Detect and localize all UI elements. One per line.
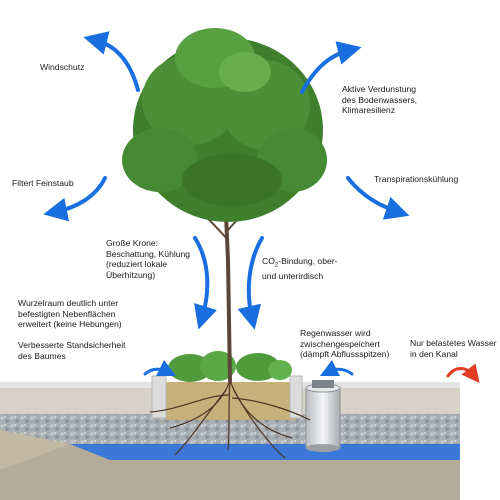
arrow-krone [193,236,217,330]
arrow-inflow-left [143,359,177,377]
subsoil-layer [0,444,460,500]
rainwater-storage-tank [305,380,341,452]
ground-cross-section [0,375,460,500]
paving-top [0,382,162,388]
label-co2-sub: 2 [274,262,279,269]
arrow-inflow-right [319,359,354,377]
label-standsicherheit: Verbesserte Standsicherheit des Baumes [18,340,126,361]
paving-base-left [0,388,162,414]
planting-pit-soil [166,382,296,420]
label-co2: CO2-Bindung, ober-und unterirdisch [262,256,337,282]
arrow-windschutz [83,31,140,92]
label-co2-rest: -Bindung, ober- [278,256,338,266]
label-wurzelraum: Wurzelraum deutlich unter befestigten Ne… [18,298,122,330]
label-verdunstung: Aktive Verdunstung des Bodenwassers, Kli… [342,84,417,116]
arrow-kanal [446,363,480,384]
label-co2-prefix: CO [262,256,275,266]
label-kanal: Nur belastetes Wasser in den Kanal [410,338,497,359]
tree-crown [122,28,327,222]
arrow-transpiration [346,176,410,220]
arrow-feinstaub [43,176,107,222]
label-krone: Große Krone: Beschattung, Kühlung (reduz… [106,238,191,280]
water-layer [70,444,460,460]
label-transpiration: Transpirationskühlung [374,174,459,184]
label-regenwasser: Regenwasser wird zwischengespeichert (dä… [300,328,390,360]
arrow-verdunstung [300,41,362,94]
shrubs [168,351,292,382]
tree-roots [149,379,311,459]
subsoil-slope [0,430,70,470]
label-feinstaub: Filtert Feinstaub [12,178,74,188]
arrow-co2 [237,236,264,330]
label-windschutz: Windschutz [40,62,85,72]
label-co2-line2: und unterirdisch [262,271,324,282]
curb-right [289,375,303,419]
effect-arrows [43,31,410,377]
